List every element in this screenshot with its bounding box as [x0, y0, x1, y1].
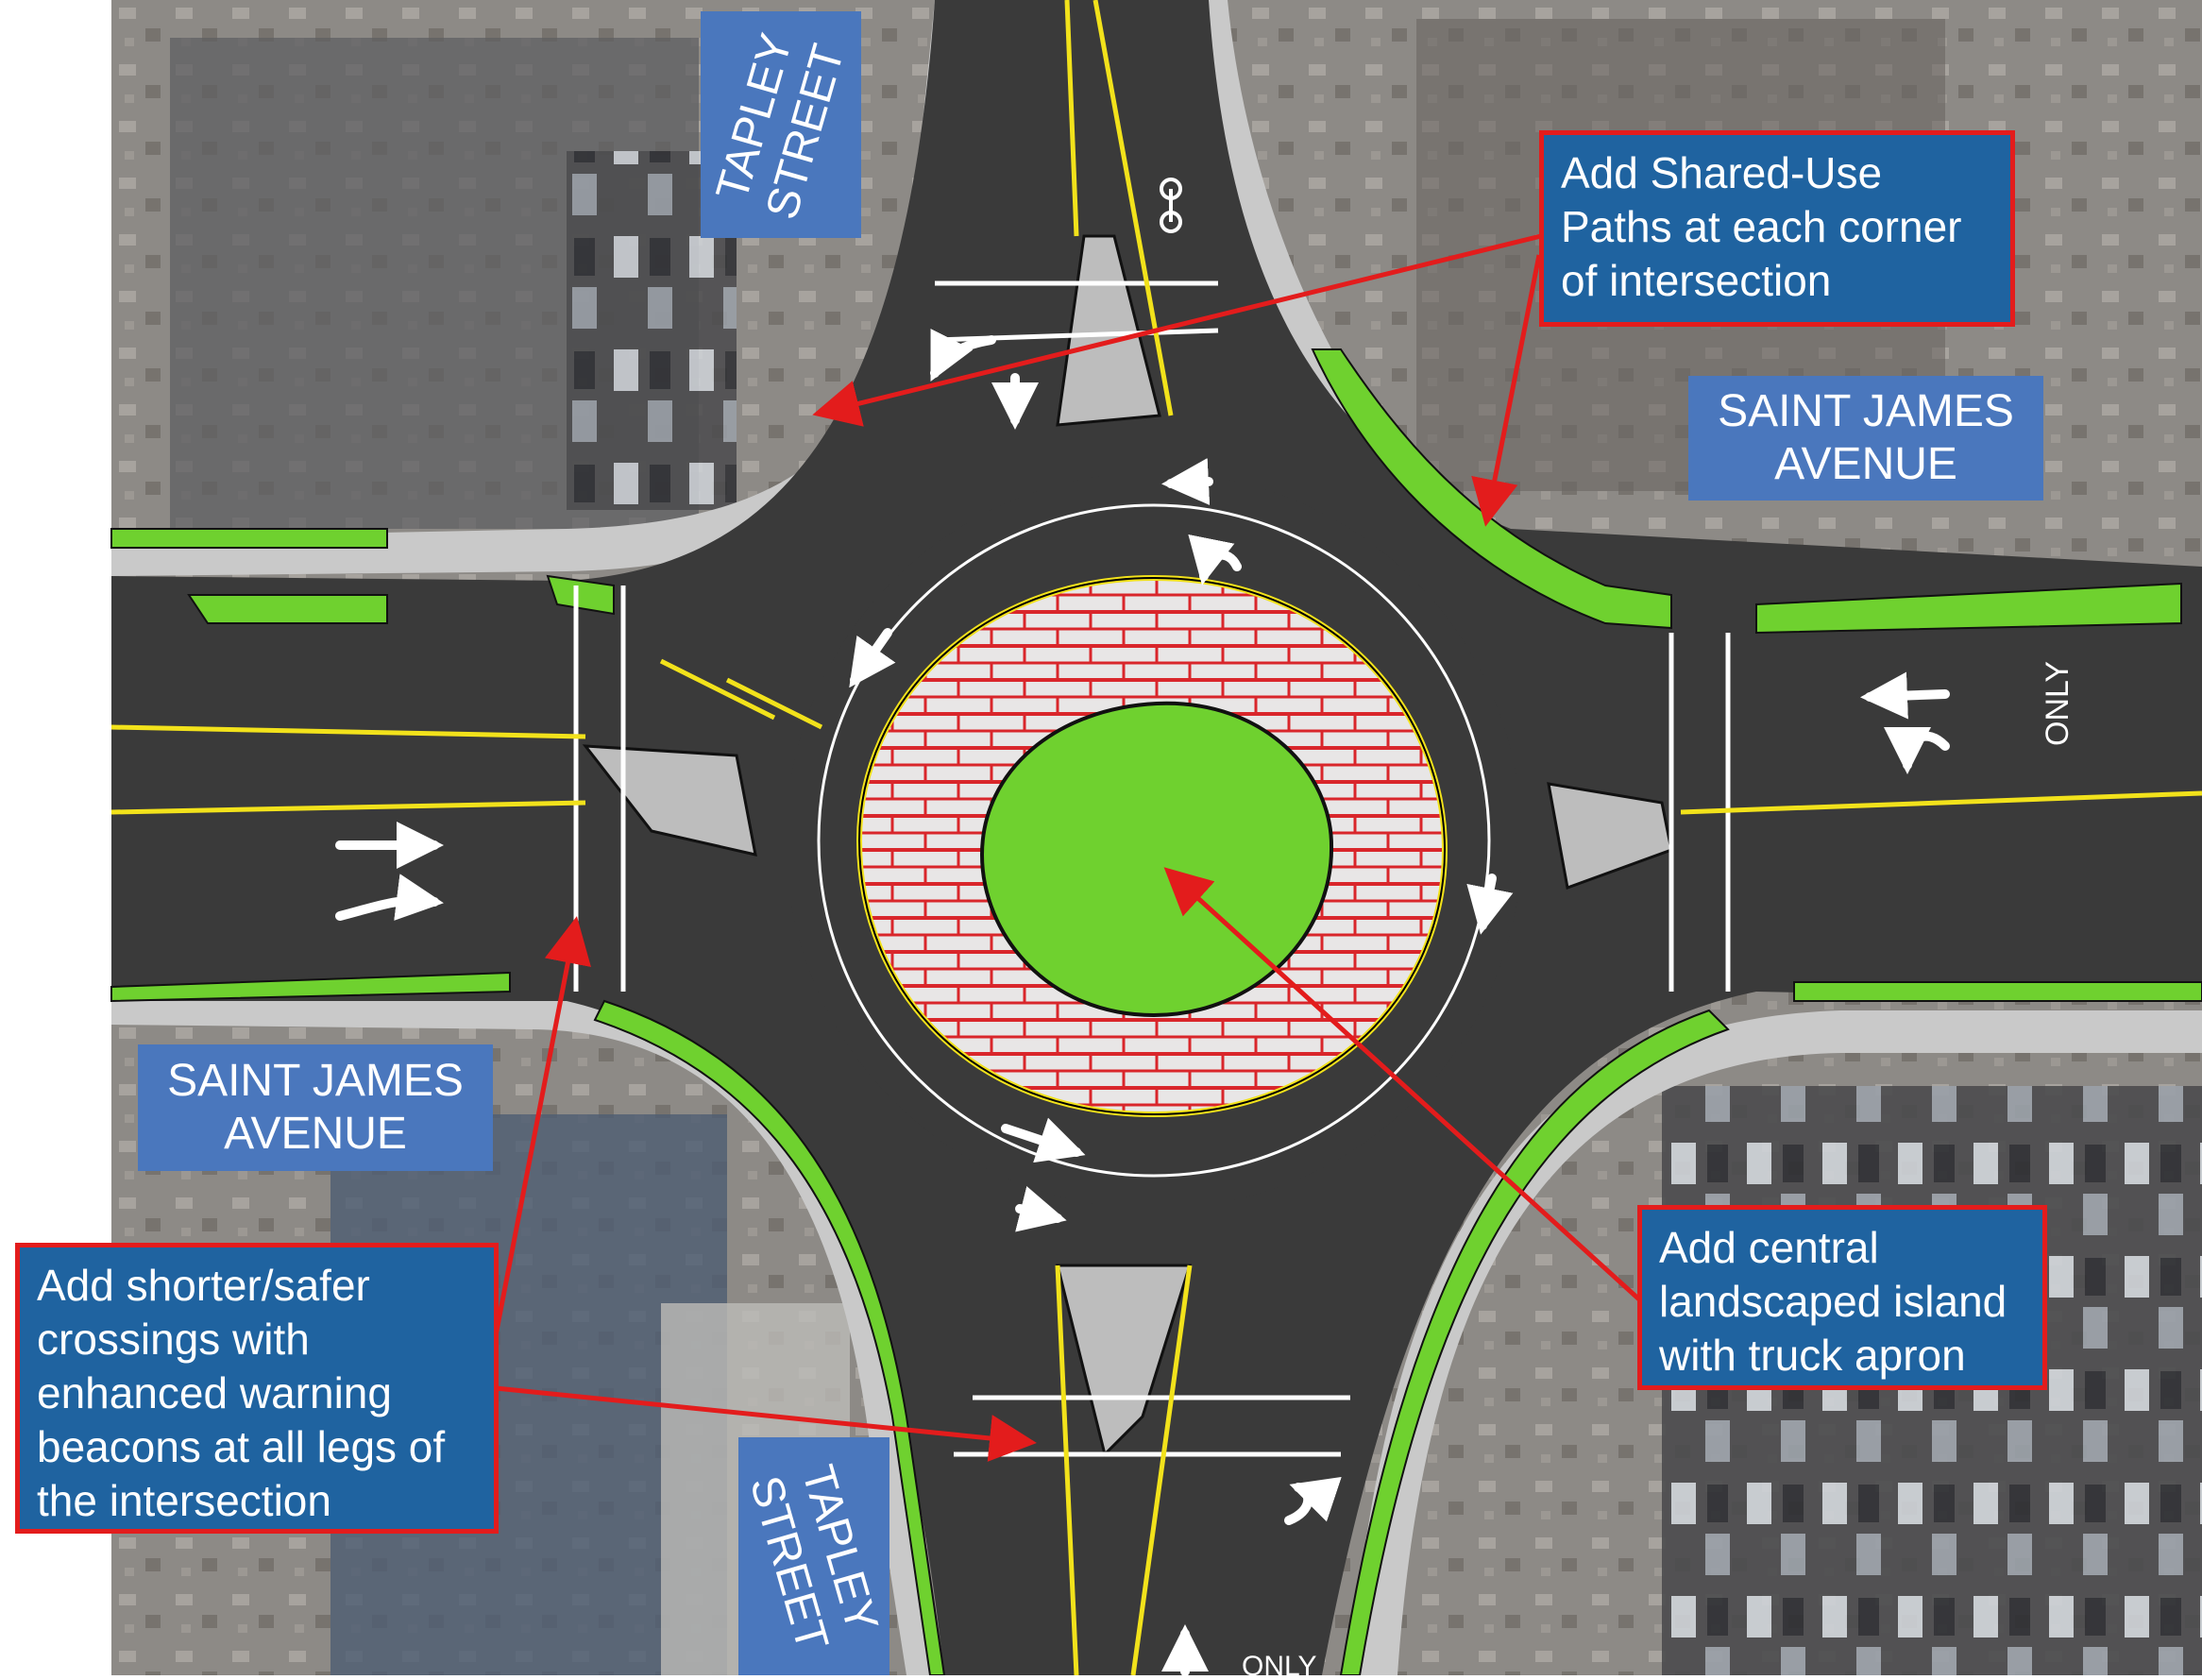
arrow-shared-use-east — [1471, 254, 1542, 527]
arrow-crossing-west — [488, 916, 591, 1361]
yellow-edge-lines — [110, 0, 2202, 1676]
only-marking-south: ONLY — [1242, 1651, 1316, 1675]
bike-lane-symbol — [1160, 178, 1182, 233]
arrow-crossing-south — [495, 1385, 1037, 1462]
central-landscaped-island — [979, 701, 1334, 1018]
lane-line-outer — [817, 503, 1491, 1178]
arrow-shared-use-west — [812, 231, 1550, 427]
road-label-tapley-south: TAPLEY STREET — [738, 1437, 889, 1675]
road-label-saint-james-west: SAINT JAMES AVENUE — [138, 1044, 493, 1171]
truck-apron-edge — [857, 576, 1447, 1116]
callout-shared-use-paths: Add Shared-Use Paths at each corner of i… — [1539, 130, 2015, 327]
landscape-strips — [110, 348, 2202, 1676]
road-label-tapley-north: TAPLEY STREET — [701, 11, 861, 238]
only-marking-east: ONLY — [2040, 661, 2075, 746]
pavement-arrows — [335, 329, 1950, 1676]
arrow-central-island — [1163, 867, 1641, 1301]
callout-central-island: Add central landscaped island with truck… — [1637, 1205, 2047, 1390]
callout-crossings: Add shorter/safer crossings with enhance… — [15, 1243, 499, 1534]
road-label-saint-james-east: SAINT JAMES AVENUE — [1688, 376, 2043, 501]
callout-arrows — [488, 231, 1641, 1462]
